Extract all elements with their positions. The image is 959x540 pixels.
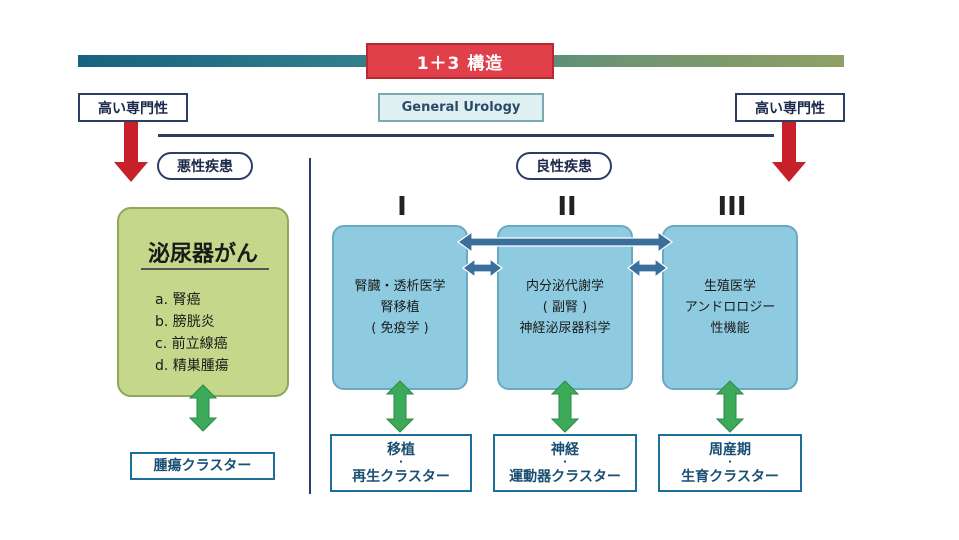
blue-double-arrow-1-2 [462,257,503,279]
green-double-arrow-field-3 [715,380,745,433]
field-line: ( 免疫学 ) [371,321,429,336]
field-line: アンドロロジー [684,300,776,315]
horizontal-divider [158,134,774,137]
green-double-arrow-cancer [188,384,218,432]
roman-numeral-2: II [557,192,577,222]
transplant-cluster-box: 移植 ・ 再生クラスター [330,434,472,492]
field-line: ( 副腎 ) [542,300,588,315]
cluster-dot: ・ [725,457,735,468]
specialty-label-right: 高い専門性 [735,93,845,122]
general-urology-label: General Urology [378,93,544,122]
list-item: b. 膀胱炎 [155,314,215,330]
structure-title: 1＋3 構造 [366,43,554,79]
cluster-label-top: 周産期 [709,441,751,458]
green-double-arrow-field-1 [385,380,415,433]
field-line: 腎臓・透析医学 [354,279,446,294]
cluster-dot: ・ [560,457,570,468]
field-line: 性機能 [710,321,750,336]
cancer-list: a. 腎癌 b. 膀胱炎 c. 前立線癌 d. 精巣腫瘍 [155,289,229,377]
list-item: d. 精巣腫瘍 [155,358,229,374]
specialty-label-left: 高い専門性 [78,93,188,122]
vertical-divider [309,158,311,494]
red-down-arrow-right [772,122,806,182]
title-underline [141,268,269,270]
cluster-label-bottom: 生育クラスター [681,468,779,485]
roman-numeral-3: III [717,192,747,222]
cluster-label: 腫瘍クラスター [153,458,252,474]
field-box-3: 生殖医学 アンドロロジー 性機能 [662,225,798,390]
urologic-cancer-box: 泌尿器がん a. 腎癌 b. 膀胱炎 c. 前立線癌 d. 精巣腫瘍 [117,207,289,397]
roman-numeral-1: I [397,192,407,222]
list-item: a. 腎癌 [155,292,201,308]
field-line: 生殖医学 [703,279,756,294]
blue-long-double-arrow [456,230,674,254]
cluster-dot: ・ [396,457,406,468]
red-down-arrow-left [114,122,148,182]
field-line: 神経泌尿器科学 [519,321,611,336]
neuro-cluster-box: 神経 ・ 運動器クラスター [493,434,637,492]
urologic-cancer-title: 泌尿器がん [147,242,258,267]
tumor-cluster-box: 腫瘍クラスター [130,452,275,480]
perinatal-cluster-box: 周産期 ・ 生育クラスター [658,434,802,492]
cluster-label-bottom: 再生クラスター [352,468,450,485]
field-box-1: 腎臓・透析医学 腎移植 ( 免疫学 ) [332,225,468,390]
benign-disease-pill: 良性疾患 [516,152,612,180]
field-line: 腎移植 [380,300,420,315]
malignant-disease-pill: 悪性疾患 [157,152,253,180]
cluster-label-bottom: 運動器クラスター [509,468,621,485]
field-box-2: 内分泌代謝学 ( 副腎 ) 神経泌尿器科学 [497,225,633,390]
green-double-arrow-field-2 [550,380,580,433]
field-line: 内分泌代謝学 [525,279,604,294]
list-item: c. 前立線癌 [155,336,228,352]
cluster-label-top: 移植 [387,441,415,458]
blue-double-arrow-2-3 [627,257,668,279]
cluster-label-top: 神経 [551,441,579,458]
